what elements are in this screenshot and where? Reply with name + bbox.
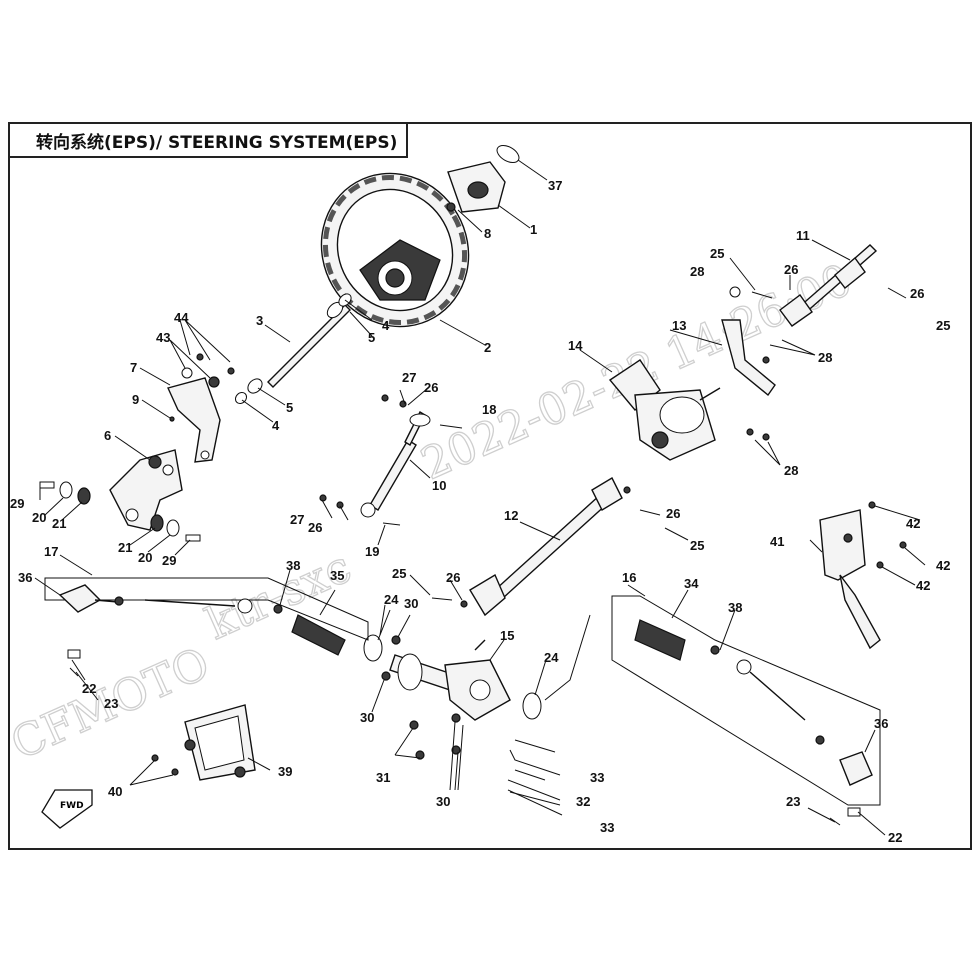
callout-26a: 26 xyxy=(424,380,438,395)
callout-36b: 36 xyxy=(874,716,888,731)
callout-42b: 42 xyxy=(936,558,950,573)
callout-10: 10 xyxy=(432,478,446,493)
page-title: 转向系统(EPS)/ STEERING SYSTEM(EPS) xyxy=(36,133,398,153)
tilt-bracket xyxy=(109,377,221,531)
callout-24b: 24 xyxy=(544,650,559,665)
steering-rack xyxy=(389,639,511,721)
callout-13: 13 xyxy=(672,318,686,333)
callout-9: 9 xyxy=(132,392,139,407)
callout-38b: 38 xyxy=(728,600,742,615)
callout-44: 44 xyxy=(174,310,189,325)
diagram-frame xyxy=(8,122,972,850)
callout-27a: 27 xyxy=(402,370,416,385)
callout-36a: 36 xyxy=(18,570,32,585)
callout-3: 3 xyxy=(256,313,263,328)
callout-41: 41 xyxy=(770,534,784,549)
callout-6: 6 xyxy=(104,428,111,443)
callout-28c: 28 xyxy=(784,463,798,478)
callout-24a: 24 xyxy=(384,592,399,607)
upper-universal-joint xyxy=(779,244,878,327)
callout-39: 39 xyxy=(278,764,292,779)
callout-42a: 42 xyxy=(906,516,920,531)
callout-32: 32 xyxy=(576,794,590,809)
right-tie-rod-group-outline xyxy=(611,595,881,806)
callout-33a: 33 xyxy=(590,770,604,785)
eps-motor-unit xyxy=(608,359,721,461)
callout-43: 43 xyxy=(156,330,170,345)
callout-26b: 26 xyxy=(784,262,798,277)
callout-26d: 26 xyxy=(666,506,680,521)
callout-25a: 25 xyxy=(710,246,724,261)
emblem-sticker xyxy=(496,144,520,164)
code-watermark: ktr-sxc xyxy=(199,542,359,651)
left-boot xyxy=(291,614,346,656)
callout-29a: 29 xyxy=(10,496,24,511)
callout-25c: 25 xyxy=(690,538,704,553)
steering-damper xyxy=(360,411,431,518)
eps-controller xyxy=(184,704,256,781)
callout-37: 37 xyxy=(548,178,562,193)
callout-30b: 30 xyxy=(360,710,374,725)
callout-7: 7 xyxy=(130,360,137,375)
callout-26c: 26 xyxy=(910,286,924,301)
title-box xyxy=(8,122,408,158)
callout-1: 1 xyxy=(530,222,537,237)
throttle-pedal xyxy=(819,509,881,650)
callout-33b: 33 xyxy=(600,820,614,835)
callout-22b: 22 xyxy=(888,830,902,845)
callout-leaders xyxy=(34,159,926,836)
steering-shaft xyxy=(234,293,352,405)
callout-31: 31 xyxy=(376,770,390,785)
callout-12: 12 xyxy=(504,508,518,523)
callout-29b: 29 xyxy=(162,553,176,568)
callout-28b: 28 xyxy=(818,350,832,365)
left-tie-rod-group-outline xyxy=(44,577,369,641)
callout-26e: 26 xyxy=(308,520,322,535)
callout-5b: 5 xyxy=(286,400,293,415)
intermediate-shaft xyxy=(469,477,623,617)
callout-28a: 28 xyxy=(690,264,704,279)
callout-21a: 21 xyxy=(52,516,66,531)
fwd-label: FWD xyxy=(60,801,84,811)
callout-21b: 21 xyxy=(118,540,132,555)
callout-42c: 42 xyxy=(916,578,930,593)
callout-4a: 4 xyxy=(382,318,390,333)
callout-35: 35 xyxy=(330,568,344,583)
callout-22a: 22 xyxy=(82,681,96,696)
callout-40: 40 xyxy=(108,784,122,799)
steering-wheel xyxy=(320,172,470,328)
callout-30c: 30 xyxy=(436,794,450,809)
callout-17: 17 xyxy=(44,544,58,559)
callout-14: 14 xyxy=(568,338,583,353)
callout-23b: 23 xyxy=(786,794,800,809)
callout-25b: 25 xyxy=(936,318,950,333)
callout-27b: 27 xyxy=(290,512,304,527)
column-bracket xyxy=(721,319,776,397)
callout-19: 19 xyxy=(365,544,379,559)
callout-16: 16 xyxy=(622,570,636,585)
callout-2: 2 xyxy=(484,340,491,355)
callout-11: 11 xyxy=(796,228,810,243)
callout-25d: 25 xyxy=(392,566,406,581)
callout-18: 18 xyxy=(482,402,496,417)
callout-5a: 5 xyxy=(368,330,375,345)
callout-23a: 23 xyxy=(104,696,118,711)
callout-8: 8 xyxy=(484,226,491,241)
callout-38a: 38 xyxy=(286,558,300,573)
callout-30a: 30 xyxy=(404,596,418,611)
callout-15: 15 xyxy=(500,628,514,643)
callout-labels: 1 2 3 4 4 5 5 6 7 8 9 10 11 12 13 14 15 … xyxy=(10,178,950,845)
callout-26f: 26 xyxy=(446,570,460,585)
right-boot xyxy=(634,619,686,661)
forward-direction-marker: FWD xyxy=(41,789,93,829)
callout-20a: 20 xyxy=(32,510,46,525)
callout-4b: 4 xyxy=(272,418,280,433)
callout-34: 34 xyxy=(684,576,699,591)
callout-20b: 20 xyxy=(138,550,152,565)
